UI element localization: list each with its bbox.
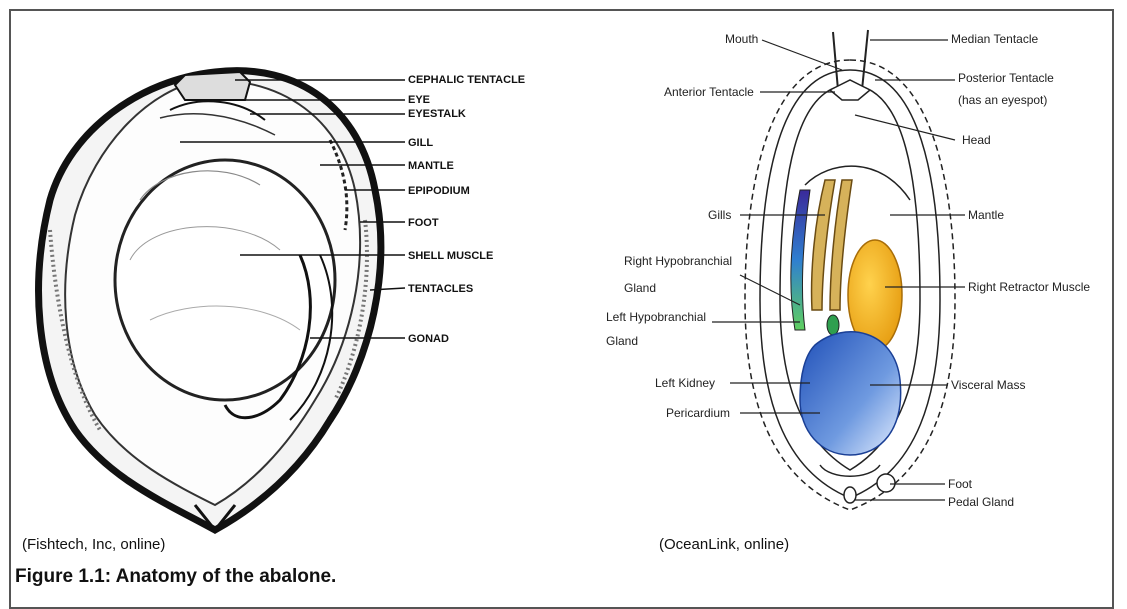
label-posterior-tentacle: Posterior Tentacle (958, 71, 1054, 85)
label-pericardium: Pericardium (666, 406, 730, 420)
anatomy-diagrams: CEPHALIC TENTACLE EYE EYESTALK GILL MANT… (0, 0, 1127, 595)
left-credit: (Fishtech, Inc, online) (22, 536, 165, 553)
label-shell-muscle: SHELL MUSCLE (408, 250, 493, 262)
right-credit: (OceanLink, online) (659, 536, 789, 553)
label-mantle: MANTLE (408, 160, 454, 172)
label-head: Head (962, 133, 991, 147)
label-right-hypobranchial: Right Hypobranchial (624, 254, 732, 268)
label-eye: EYE (408, 94, 430, 106)
left-abalone-drawing (39, 71, 381, 530)
label-median-tentacle: Median Tentacle (951, 32, 1038, 46)
label-mouth: Mouth (725, 32, 758, 46)
label-tentacles: TENTACLES (408, 283, 473, 295)
label-visceral-mass: Visceral Mass (951, 378, 1025, 392)
label-pedal-gland: Pedal Gland (948, 495, 1014, 509)
label-left-hypobranchial: Left Hypobranchial (606, 310, 706, 324)
figure-caption: Figure 1.1: Anatomy of the abalone. (15, 566, 336, 588)
label-gills: Gills (708, 208, 731, 222)
label-left-hypobranchial-gland: Gland (606, 334, 638, 348)
right-abalone-diagram (745, 30, 955, 510)
label-foot: FOOT (408, 217, 439, 229)
label-left-kidney: Left Kidney (655, 376, 715, 390)
label-mantle: Mantle (968, 208, 1004, 222)
left-labels: CEPHALIC TENTACLE EYE EYESTALK GILL MANT… (408, 74, 525, 345)
label-gonad: GONAD (408, 333, 449, 345)
label-right-retractor-muscle: Right Retractor Muscle (968, 280, 1090, 294)
label-posterior-tentacle-note: (has an eyespot) (958, 93, 1047, 107)
label-right-hypobranchial-gland: Gland (624, 281, 656, 295)
label-cephalic-tentacle: CEPHALIC TENTACLE (408, 74, 525, 86)
label-epipodium: EPIPODIUM (408, 185, 470, 197)
label-eyestalk: EYESTALK (408, 108, 466, 120)
label-anterior-tentacle: Anterior Tentacle (664, 85, 754, 99)
label-foot-right: Foot (948, 477, 973, 491)
label-gill: GILL (408, 137, 433, 149)
